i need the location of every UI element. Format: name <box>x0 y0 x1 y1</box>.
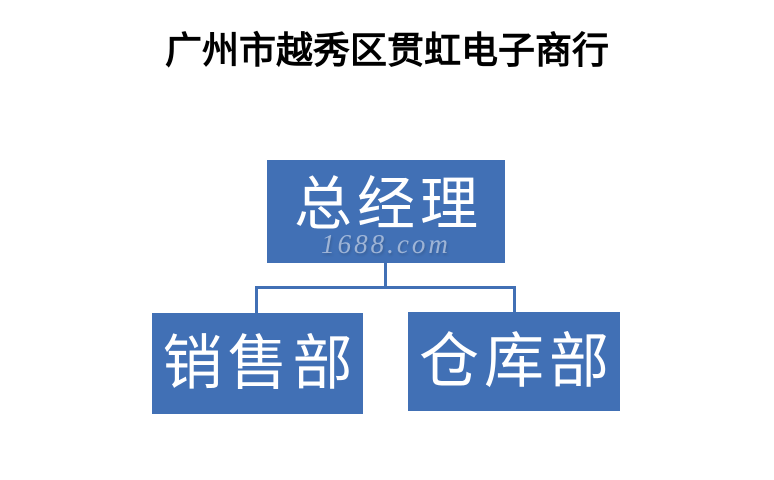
org-node-warehouse-department: 仓库部 <box>408 312 620 411</box>
connector-root-stem <box>384 263 387 288</box>
org-node-general-manager-label: 总经理 <box>293 171 483 237</box>
connector-horizontal-bar <box>255 286 516 289</box>
org-node-sales-department: 销售部 <box>152 313 363 414</box>
org-node-warehouse-department-label: 仓库部 <box>419 327 614 395</box>
org-node-general-manager: 总经理 1688.com <box>267 160 505 263</box>
connector-right-drop <box>513 286 516 313</box>
page-title: 广州市越秀区贯虹电子商行 <box>165 30 609 71</box>
connector-left-drop <box>255 286 258 313</box>
org-node-sales-department-label: 销售部 <box>162 329 358 397</box>
